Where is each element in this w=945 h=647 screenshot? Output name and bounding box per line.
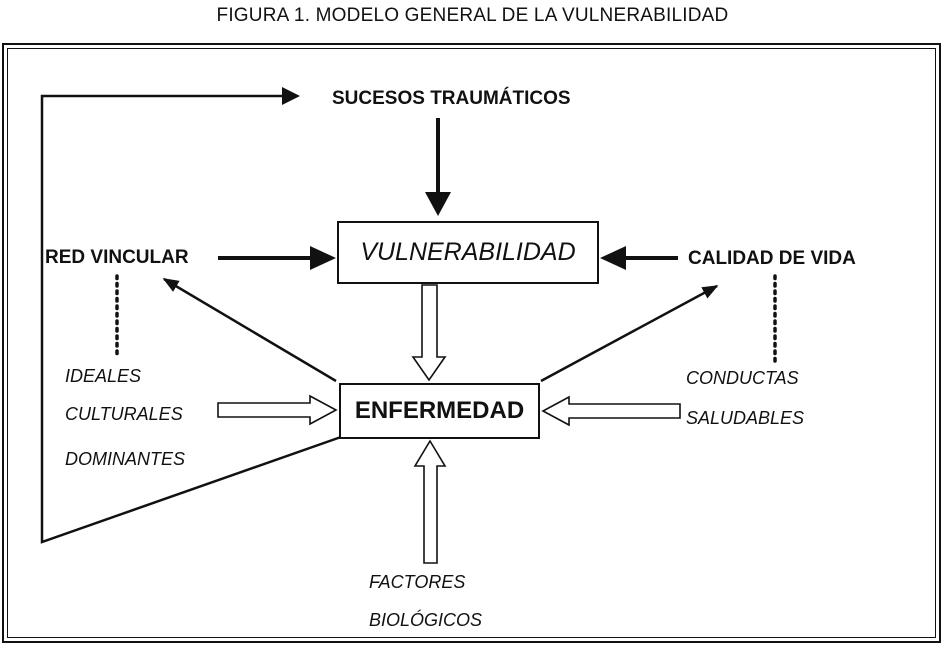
feedback-loop-line [40,94,342,544]
ideales-to-enfermedad-hollow-arrow [217,394,338,426]
factores-to-enfermedad-hollow-arrow [413,439,447,564]
calidad-arrowhead [600,246,626,270]
vulnerabilidad-label: VULNERABILIDAD [360,238,576,266]
sucesos-traumaticos-label: SUCESOS TRAUMÁTICOS [332,88,571,109]
enfermedad-to-red-vincular-arrow [162,277,337,383]
enfermedad-label: ENFERMEDAD [354,397,525,424]
vulnerabilidad-to-enfermedad-hollow-arrow [411,284,447,382]
conductas-label-line2: SALUDABLES [686,408,805,428]
enfermedad-to-calidad-arrow [540,284,719,383]
factores-label-line1: FACTORES [369,572,466,592]
figure-title: FIGURA 1. MODELO GENERAL DE LA VULNERABI… [216,5,729,26]
conductas-to-enfermedad-hollow-arrow [541,395,681,427]
ideales-label-line1: IDEALES [65,366,142,386]
red-vincular-arrowhead [310,246,336,270]
red-vincular-label: RED VINCULAR [45,247,189,268]
outer-frame [2,43,941,643]
sucesos-arrowhead [425,192,451,216]
factores-label-line2: BIOLÓGICOS [369,610,483,630]
inner-frame [7,48,936,638]
vulnerabilidad-box: VULNERABILIDAD [337,221,599,284]
feedback-loop-arrowhead [282,87,300,105]
conductas-label-line1: CONDUCTAS [686,368,799,388]
ideales-label-line3: DOMINANTES [65,449,186,469]
calidad-de-vida-label: CALIDAD DE VIDA [688,248,856,269]
enfermedad-box: ENFERMEDAD [339,383,540,439]
ideales-label-line2: CULTURALES [65,404,183,424]
